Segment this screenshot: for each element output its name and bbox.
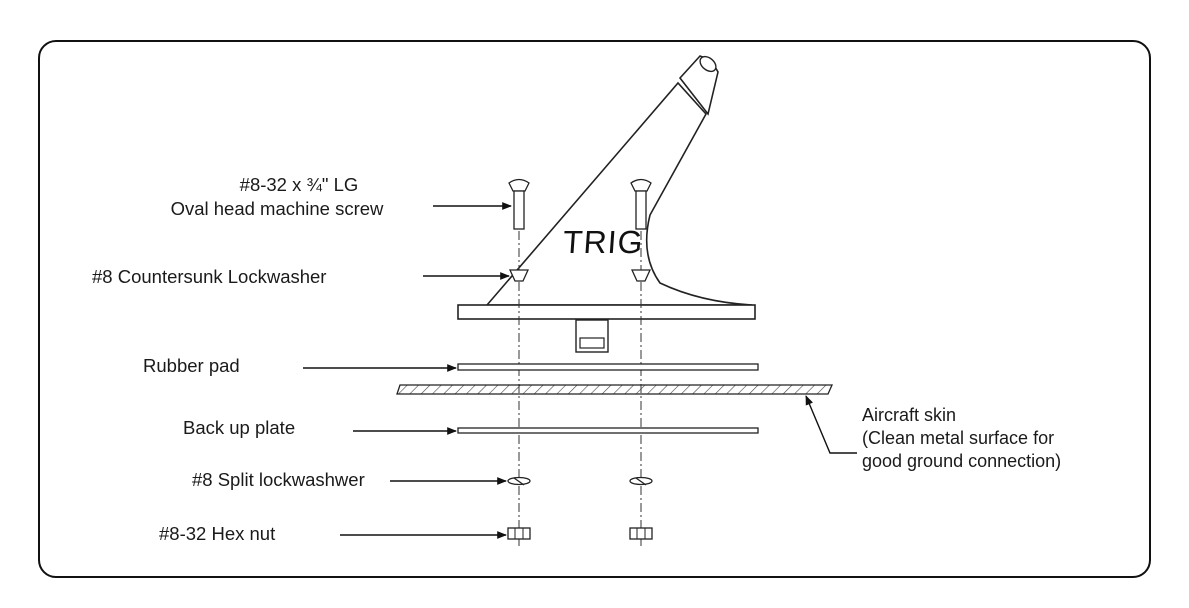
rubber-pad bbox=[457, 363, 759, 371]
label-aircraft-skin: Aircraft skin bbox=[862, 405, 957, 425]
label-screw-type: Oval head machine screw bbox=[170, 198, 384, 219]
antenna-base-flange bbox=[457, 304, 756, 320]
label-aircraft-skin-block: Aircraft skin (Clean metal surface for g… bbox=[862, 404, 1061, 473]
label-split-lockwasher: #8 Split lockwashwer bbox=[192, 469, 365, 490]
countersunk-lockwasher-right bbox=[630, 269, 652, 282]
antenna-tip-end bbox=[699, 55, 717, 73]
trig-logo: TRIG bbox=[561, 224, 645, 260]
label-skin-note-2: good ground connection) bbox=[862, 451, 1062, 471]
aircraft-skin bbox=[396, 384, 834, 395]
hex-nut-left bbox=[507, 527, 531, 540]
leader-aircraft-skin bbox=[805, 395, 857, 454]
hex-nut-right bbox=[629, 527, 653, 540]
split-lockwasher-right bbox=[629, 476, 653, 486]
screw-left bbox=[508, 178, 530, 230]
back-up-plate bbox=[457, 427, 759, 434]
screw-right bbox=[630, 178, 652, 230]
label-screw-size: #8-32 x ¾" LG bbox=[239, 174, 359, 195]
label-hex-nut: #8-32 Hex nut bbox=[159, 523, 276, 544]
label-skin-note-1: (Clean metal surface for bbox=[862, 428, 1055, 448]
label-countersunk-lockwasher: #8 Countersunk Lockwasher bbox=[92, 266, 327, 287]
antenna-body bbox=[485, 81, 753, 306]
antenna-connector bbox=[575, 319, 609, 353]
label-rubber-pad: Rubber pad bbox=[143, 355, 240, 376]
countersunk-lockwasher-left bbox=[508, 269, 530, 282]
split-lockwasher-left bbox=[507, 476, 531, 486]
label-back-up-plate: Back up plate bbox=[183, 417, 296, 438]
